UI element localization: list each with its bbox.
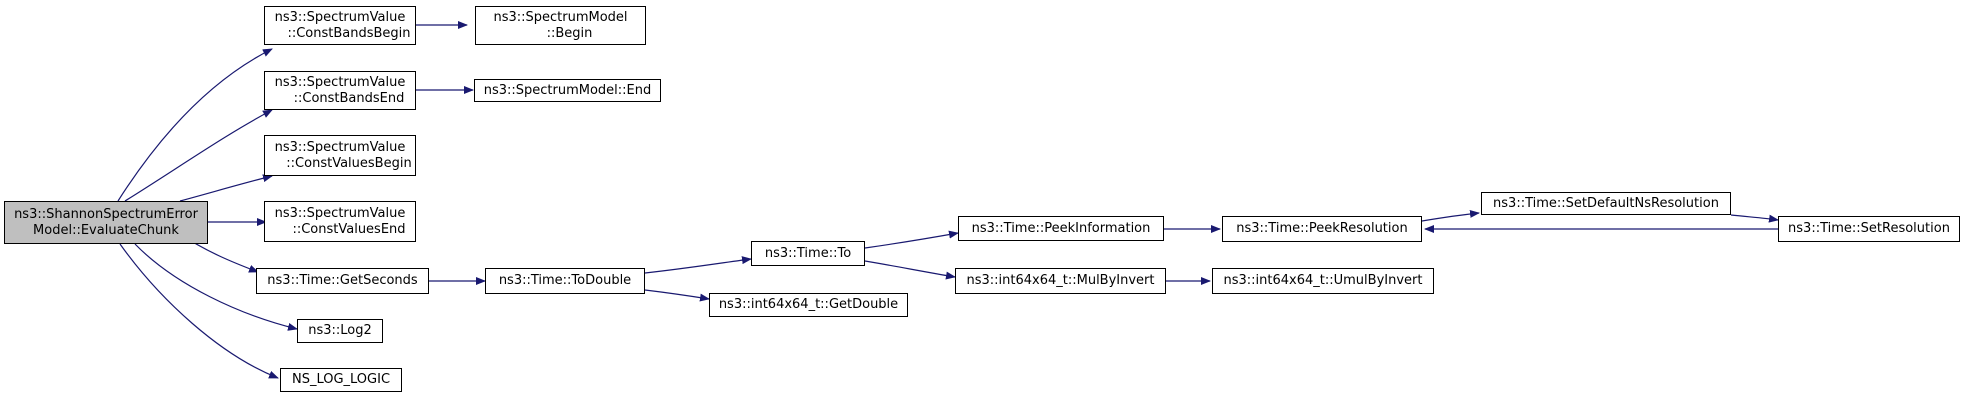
edge-setdefaultnsresolution-setresolution — [1730, 214, 1779, 223]
node-model-end-label: ns3::SpectrumModel::End — [483, 82, 652, 98]
edge-timeto-mulbyinvert — [864, 260, 956, 280]
edge-evaluatechunk-constbandsbegin — [117, 48, 273, 202]
node-time-to-label: ns3::Time::To — [764, 245, 852, 261]
edge-todouble-timeto — [644, 256, 752, 274]
edge-timeto-peekinformation — [864, 230, 959, 249]
node-model-begin-line2: ::Begin — [546, 25, 593, 41]
edge-peekresolution-setdefaultnsresolution — [1421, 209, 1480, 222]
node-get-seconds-label: ns3::Time::GetSeconds — [267, 273, 418, 288]
node-peek-resolution[interactable]: ns3::Time::PeekResolution — [1222, 216, 1422, 242]
node-ns-log-logic[interactable]: NS_LOG_LOGIC — [280, 368, 402, 392]
edge-evaluatechunk-constvaluesbegin — [179, 174, 273, 202]
node-log2[interactable]: ns3::Log2 — [297, 319, 383, 343]
node-peek-information[interactable]: ns3::Time::PeekInformation — [958, 216, 1164, 241]
node-const-bands-end-line1: ns3::SpectrumValue — [274, 74, 406, 90]
node-const-values-end-line2: ::ConstValuesEnd — [292, 221, 406, 237]
node-model-begin-line1: ns3::SpectrumModel — [493, 9, 628, 25]
node-const-values-begin-line1: ns3::SpectrumValue — [274, 139, 406, 155]
node-peek-information-label: ns3::Time::PeekInformation — [971, 220, 1151, 236]
edge-evaluatechunk-constbandsend — [124, 109, 273, 202]
node-const-values-begin-line2: ::ConstValuesBegin — [286, 155, 412, 171]
node-to-double[interactable]: ns3::Time::ToDouble — [485, 268, 645, 294]
node-time-to[interactable]: ns3::Time::To — [751, 241, 865, 266]
node-evaluate-chunk[interactable]: ns3::ShannonSpectrumError Model::Evaluat… — [4, 201, 208, 244]
node-model-begin[interactable]: ns3::SpectrumModel ::Begin — [475, 6, 646, 45]
node-log2-label: ns3::Log2 — [308, 323, 372, 338]
node-get-double-label: ns3::int64x64_t::GetDouble — [718, 297, 899, 312]
node-mul-by-invert[interactable]: ns3::int64x64_t::MulByInvert — [955, 268, 1166, 294]
node-const-values-end-line1: ns3::SpectrumValue — [274, 205, 406, 221]
edge-evaluatechunk-log2 — [134, 243, 298, 331]
node-evaluate-chunk-line1: ns3::ShannonSpectrumError — [14, 206, 198, 222]
node-to-double-label: ns3::Time::ToDouble — [498, 273, 632, 288]
node-const-values-begin[interactable]: ns3::SpectrumValue ::ConstValuesBegin — [264, 135, 416, 176]
node-set-resolution[interactable]: ns3::Time::SetResolution — [1778, 216, 1960, 242]
node-const-bands-begin[interactable]: ns3::SpectrumValue ::ConstBandsBegin — [264, 6, 416, 45]
node-model-end[interactable]: ns3::SpectrumModel::End — [474, 79, 661, 102]
node-const-bands-end[interactable]: ns3::SpectrumValue ::ConstBandsEnd — [264, 71, 416, 110]
node-const-values-end[interactable]: ns3::SpectrumValue ::ConstValuesEnd — [264, 201, 416, 242]
node-get-seconds[interactable]: ns3::Time::GetSeconds — [256, 268, 429, 294]
node-set-resolution-label: ns3::Time::SetResolution — [1788, 221, 1950, 236]
node-umul-by-invert[interactable]: ns3::int64x64_t::UmulByInvert — [1212, 268, 1434, 294]
node-get-double[interactable]: ns3::int64x64_t::GetDouble — [709, 293, 908, 317]
node-const-bands-begin-line1: ns3::SpectrumValue — [274, 9, 406, 25]
node-mul-by-invert-label: ns3::int64x64_t::MulByInvert — [966, 273, 1155, 288]
node-set-default-ns-resolution[interactable]: ns3::Time::SetDefaultNsResolution — [1481, 192, 1731, 215]
edge-todouble-getdouble — [644, 289, 710, 302]
edge-evaluatechunk-nsloglogic — [119, 243, 279, 379]
node-const-bands-begin-line2: ::ConstBandsBegin — [287, 25, 411, 41]
node-peek-resolution-label: ns3::Time::PeekResolution — [1236, 221, 1408, 236]
node-const-bands-end-line2: ::ConstBandsEnd — [293, 90, 405, 106]
node-set-default-ns-resolution-label: ns3::Time::SetDefaultNsResolution — [1493, 195, 1719, 211]
node-evaluate-chunk-line2: Model::EvaluateChunk — [33, 222, 179, 238]
node-ns-log-logic-label: NS_LOG_LOGIC — [291, 372, 391, 387]
node-umul-by-invert-label: ns3::int64x64_t::UmulByInvert — [1223, 273, 1423, 288]
